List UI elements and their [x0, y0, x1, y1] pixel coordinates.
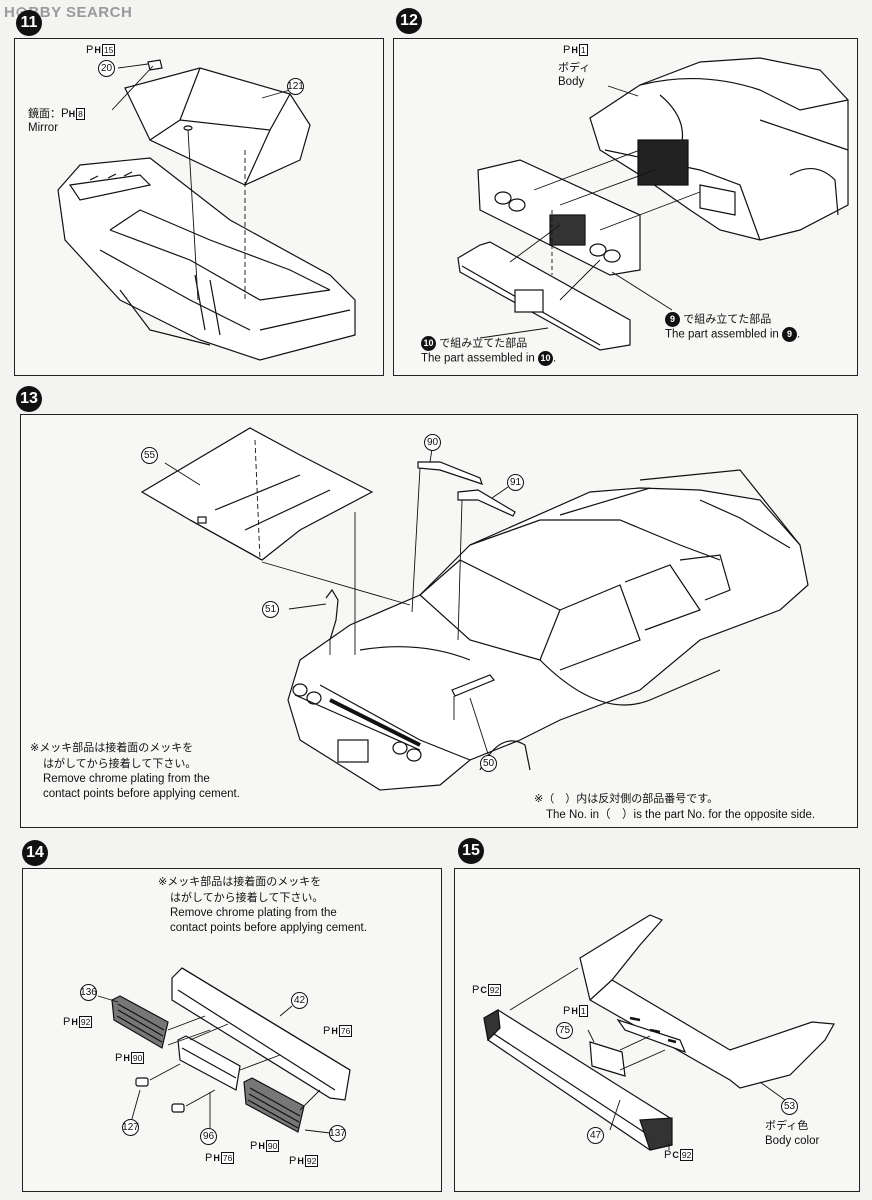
step-13-opposite-note: ※（ ）内は反対側の部品番号です。 The No. in（ ）is the pa… — [534, 792, 816, 821]
part-47-label: 47 — [587, 1127, 604, 1144]
part-51-label: 51 — [262, 601, 279, 618]
step-12-body-label: ボディ Body — [558, 61, 591, 88]
part-127-label: 127 — [122, 1119, 139, 1136]
part-90-label: 90 — [424, 434, 441, 451]
step-12-note-9: 9 で組み立てた部品 The part assembled in 9. — [665, 312, 801, 342]
part-53-label: 53 — [781, 1098, 798, 1115]
part-91-label: 91 — [507, 474, 524, 491]
part-136-label: 136 — [80, 984, 97, 1001]
step-13-chrome-note: ※メッキ部品は接着面のメッキを はがしてから接着して下さい。 Remove ch… — [30, 741, 240, 800]
step-14-chrome-note: ※メッキ部品は接着面のメッキを はがしてから接着して下さい。 Remove ch… — [158, 875, 367, 934]
part-75-label: 75 — [556, 1022, 573, 1039]
part-50-label: 50 — [480, 755, 497, 772]
step-12-number: 12 — [396, 8, 422, 34]
step-14-number: 14 — [22, 840, 48, 866]
step-15-body-color-label: ボディ色 Body color — [765, 1119, 820, 1147]
part-121-label: 121 — [287, 78, 304, 95]
step-13-number: 13 — [16, 386, 42, 412]
part-55-label: 55 — [141, 447, 158, 464]
part-42-label: 42 — [291, 992, 308, 1009]
step-15-number: 15 — [458, 838, 484, 864]
step-12-note-10: 10 で組み立てた部品 The part assembled in 10. — [421, 336, 557, 366]
step-11-panel — [14, 38, 384, 376]
part-96-label: 96 — [200, 1128, 217, 1145]
part-137-label: 137 — [329, 1125, 346, 1142]
step-11-number: 11 — [16, 10, 42, 36]
part-20-label: 20 — [98, 60, 115, 77]
